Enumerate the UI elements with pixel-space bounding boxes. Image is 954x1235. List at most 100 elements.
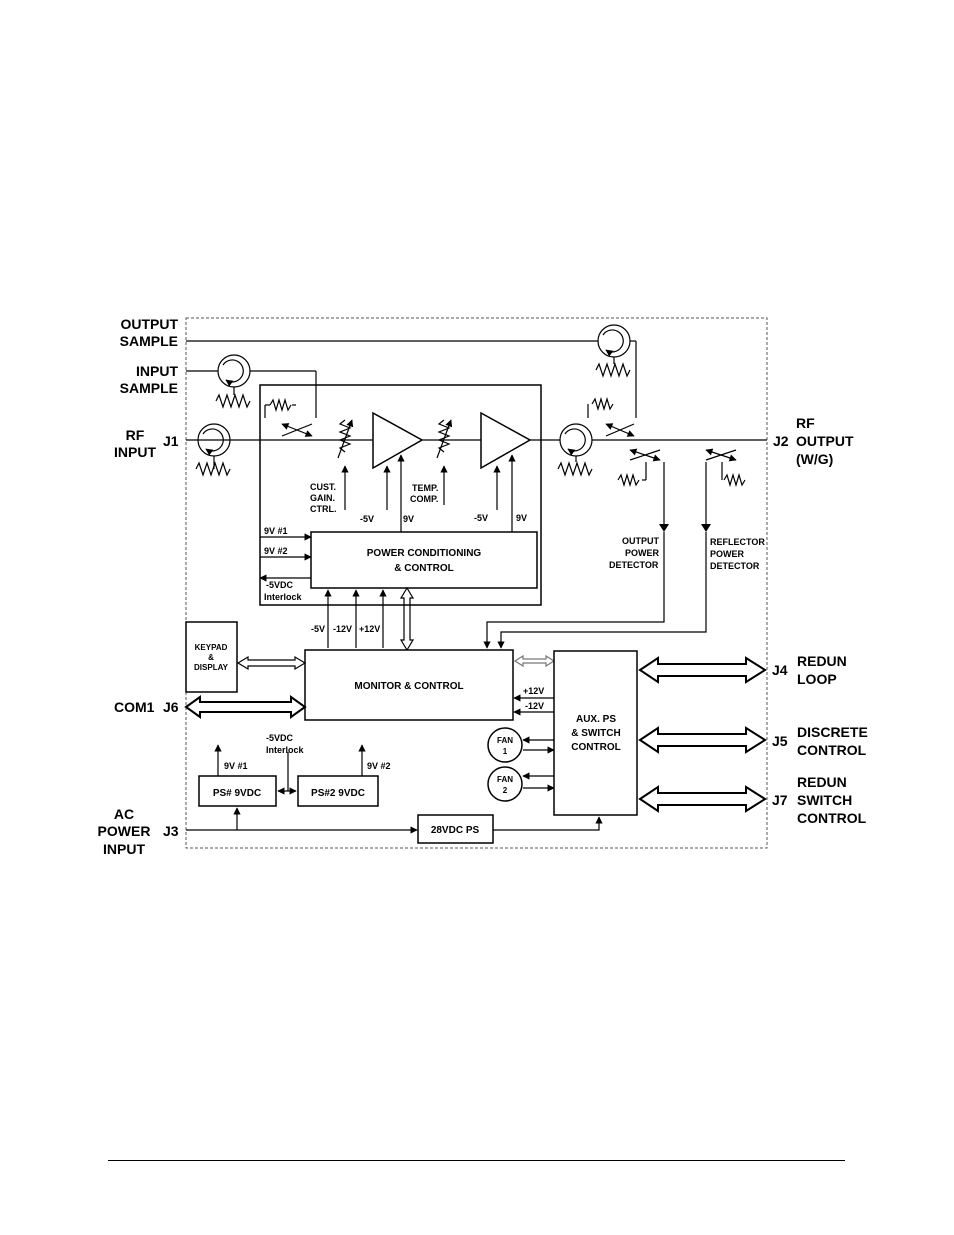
fan2-label: FAN xyxy=(497,775,513,784)
svg-text:(W/G): (W/G) xyxy=(796,451,833,467)
svg-text:&: & xyxy=(208,653,214,662)
amp1-9v-label: 9V xyxy=(403,514,414,524)
output-sample-label: OUTPUT xyxy=(120,316,178,332)
keypad-display-box xyxy=(185,621,238,693)
reflector-power-coupler-icon xyxy=(701,448,746,532)
aux-neg12v-label: -12V xyxy=(525,701,544,711)
svg-text:CONTROL: CONTROL xyxy=(571,742,620,753)
redun-loop-label: REDUN xyxy=(797,653,847,669)
ps28-box xyxy=(417,814,494,844)
power-conditioning-box xyxy=(310,531,538,589)
mc-aux-bus-arrow xyxy=(513,654,556,668)
aux-pos12v-label: +12V xyxy=(523,686,544,696)
input-sample-isolator-icon xyxy=(186,354,317,418)
power-conditioning-label: POWER CONDITIONING xyxy=(367,548,482,559)
temp-comp-label: TEMP. xyxy=(412,483,438,493)
output-power-detector-label: OUTPUT xyxy=(622,536,660,546)
svg-text:Interlock: Interlock xyxy=(264,592,303,602)
svg-text:DISPLAY: DISPLAY xyxy=(194,663,229,672)
redun-switch-control-label: REDUN xyxy=(797,774,847,790)
keypad-label: KEYPAD xyxy=(195,643,228,652)
j6-label: J6 xyxy=(163,699,179,715)
amp2-neg5v-label: -5V xyxy=(474,513,488,523)
ps1-label: PS# 9VDC xyxy=(213,788,261,799)
svg-text:CONTROL: CONTROL xyxy=(797,810,867,826)
monitor-control-box xyxy=(304,649,514,721)
svg-text:CONTROL: CONTROL xyxy=(797,742,867,758)
ps1-box xyxy=(198,775,277,807)
svg-text:2: 2 xyxy=(503,786,508,795)
output-power-coupler-icon xyxy=(617,448,669,532)
reflector-power-detector-label: REFLECTOR xyxy=(710,537,765,547)
j4-bus-arrow xyxy=(638,656,767,684)
temp-attenuator-icon xyxy=(436,419,453,505)
ps2-label: PS#2 9VDC xyxy=(311,788,365,799)
j7-bus-arrow xyxy=(638,785,767,813)
ps-interlock-label: -5VDC xyxy=(266,733,294,743)
rf-output-label: RF xyxy=(796,415,815,431)
aux-ps-label: AUX. PS xyxy=(576,714,616,725)
svg-text:SAMPLE: SAMPLE xyxy=(120,380,178,396)
svg-text:& CONTROL: & CONTROL xyxy=(394,563,453,574)
svg-text:& SWITCH: & SWITCH xyxy=(571,728,620,739)
pc-mc-bus-arrow xyxy=(399,586,415,652)
com1-bus-arrow xyxy=(184,695,307,719)
svg-text:DETECTOR: DETECTOR xyxy=(710,561,760,571)
ac-power-label: AC xyxy=(114,806,134,822)
output-isolator-icon xyxy=(557,423,593,477)
svg-text:POWER: POWER xyxy=(710,549,745,559)
svg-text:LOOP: LOOP xyxy=(797,671,837,687)
mc-pos12v-label: +12V xyxy=(359,624,380,634)
svg-text:COMP.: COMP. xyxy=(410,494,438,504)
svg-text:DETECTOR: DETECTOR xyxy=(609,560,659,570)
mc-neg5v-label: -5V xyxy=(311,624,325,634)
aux-ps-box xyxy=(553,650,638,816)
monitor-control-label: MONITOR & CONTROL xyxy=(354,681,463,692)
footer-rule xyxy=(108,1160,845,1161)
svg-text:CTRL.: CTRL. xyxy=(310,504,337,514)
pc-in2-label: 9V #2 xyxy=(264,546,288,556)
amplifier-2-icon xyxy=(480,411,532,470)
output-coupler-icon xyxy=(587,396,635,437)
fan-2-icon xyxy=(487,766,523,802)
svg-text:POWER: POWER xyxy=(625,548,660,558)
svg-text:SAMPLE: SAMPLE xyxy=(120,333,178,349)
pc-in1-label: 9V #1 xyxy=(264,526,288,536)
pc-interlock-label: -5VDC xyxy=(266,580,294,590)
discrete-control-label: DISCRETE xyxy=(797,724,868,740)
j3-label: J3 xyxy=(163,823,179,839)
ps28-label: 28VDC PS xyxy=(431,825,480,836)
ps1-out-label: 9V #1 xyxy=(224,761,248,771)
amp2-9v-label: 9V xyxy=(516,513,527,523)
svg-text:INPUT: INPUT xyxy=(114,444,156,460)
fan1-label: FAN xyxy=(497,736,513,745)
j4-label: J4 xyxy=(772,662,788,678)
mc-neg12v-label: -12V xyxy=(333,624,352,634)
j2-label: J2 xyxy=(773,433,789,449)
input-sample-label: INPUT xyxy=(136,363,178,379)
com1-label: COM1 xyxy=(114,699,155,715)
ps2-box xyxy=(297,775,379,807)
ps2-out-label: 9V #2 xyxy=(367,761,391,771)
svg-text:SWITCH: SWITCH xyxy=(797,792,852,808)
svg-text:POWER: POWER xyxy=(98,823,151,839)
svg-text:1: 1 xyxy=(503,747,508,756)
input-isolator-icon xyxy=(195,423,231,477)
svg-text:GAIN.: GAIN. xyxy=(310,493,335,503)
keypad-bus-arrow xyxy=(236,655,307,671)
amplifier-block xyxy=(259,384,542,606)
svg-text:OUTPUT: OUTPUT xyxy=(796,433,854,449)
fan-1-icon xyxy=(487,727,523,763)
amplifier-1-icon xyxy=(372,411,424,470)
svg-text:Interlock: Interlock xyxy=(266,745,305,755)
cust-gain-label: CUST. xyxy=(310,482,336,492)
j7-label: J7 xyxy=(772,792,788,808)
svg-text:INPUT: INPUT xyxy=(103,841,145,857)
rf-input-label: RF xyxy=(126,427,145,443)
j5-label: J5 xyxy=(772,733,788,749)
enclosure-outline xyxy=(185,317,768,849)
amp1-neg5v-label: -5V xyxy=(360,514,374,524)
j1-label: J1 xyxy=(163,433,179,449)
input-coupler-icon xyxy=(264,397,313,437)
